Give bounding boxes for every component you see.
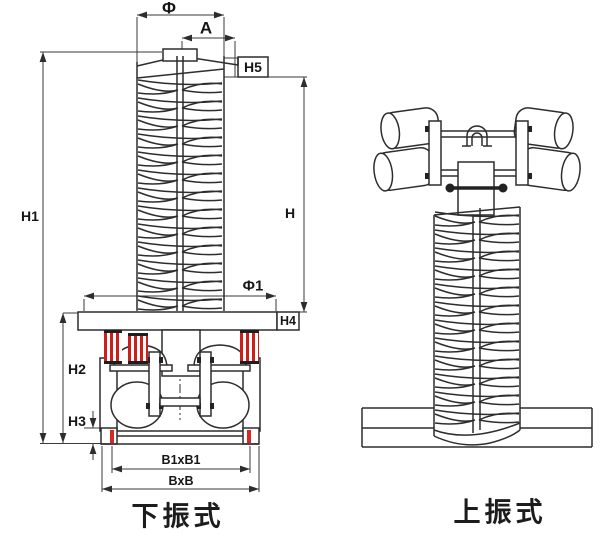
dim-label-h5: H5 — [244, 59, 262, 75]
motor-bridge-bar — [159, 397, 201, 407]
right-figure — [361, 107, 593, 448]
h4-label-box — [276, 311, 300, 331]
left-foot — [100, 427, 118, 445]
vibration-motor-top-left — [380, 107, 441, 150]
dim-label-b1xb1: B1xB1 — [161, 452, 201, 467]
dim-label-h1: H1 — [21, 208, 39, 224]
spring-isolator — [128, 333, 148, 364]
dim-label-a: A — [199, 18, 213, 38]
dim-label-h3: H3 — [68, 413, 86, 429]
mounting-plate — [77, 311, 278, 331]
dim-label-h4: H4 — [280, 313, 296, 328]
caption-left: 下振式 — [131, 501, 225, 532]
right-spiral-flights — [434, 211, 520, 425]
vibration-motor-bottom-right — [518, 146, 581, 192]
foot-mark-right — [247, 430, 251, 443]
spring-isolator — [240, 330, 259, 364]
spring-isolator — [104, 330, 122, 364]
lifting-eye — [462, 125, 492, 147]
bottom-tray — [433, 429, 521, 446]
dim-label-bxb: BxB — [168, 473, 194, 488]
caption-right: 上振式 — [453, 497, 547, 528]
vibration-motor-bottom-left — [373, 146, 436, 192]
dim-label-phi1: Φ1 — [242, 277, 264, 295]
left-motor-plate — [428, 120, 442, 186]
dim-label-h2: H2 — [68, 361, 86, 377]
right-spiral-column — [433, 206, 521, 446]
dim-label-h: H — [284, 205, 296, 221]
right-motor-plate — [515, 120, 529, 186]
left-base-frame — [99, 329, 261, 445]
table — [361, 407, 593, 448]
left-dimension-lines — [39, 11, 308, 493]
vibration-motor-right — [187, 344, 251, 429]
left-spiral-flights — [137, 79, 223, 311]
foot-mark-left — [110, 430, 114, 443]
top-inlet — [162, 48, 198, 62]
dim-label-phi: Φ — [162, 0, 176, 18]
left-figure — [39, 11, 308, 493]
clamp-rod — [445, 183, 508, 193]
